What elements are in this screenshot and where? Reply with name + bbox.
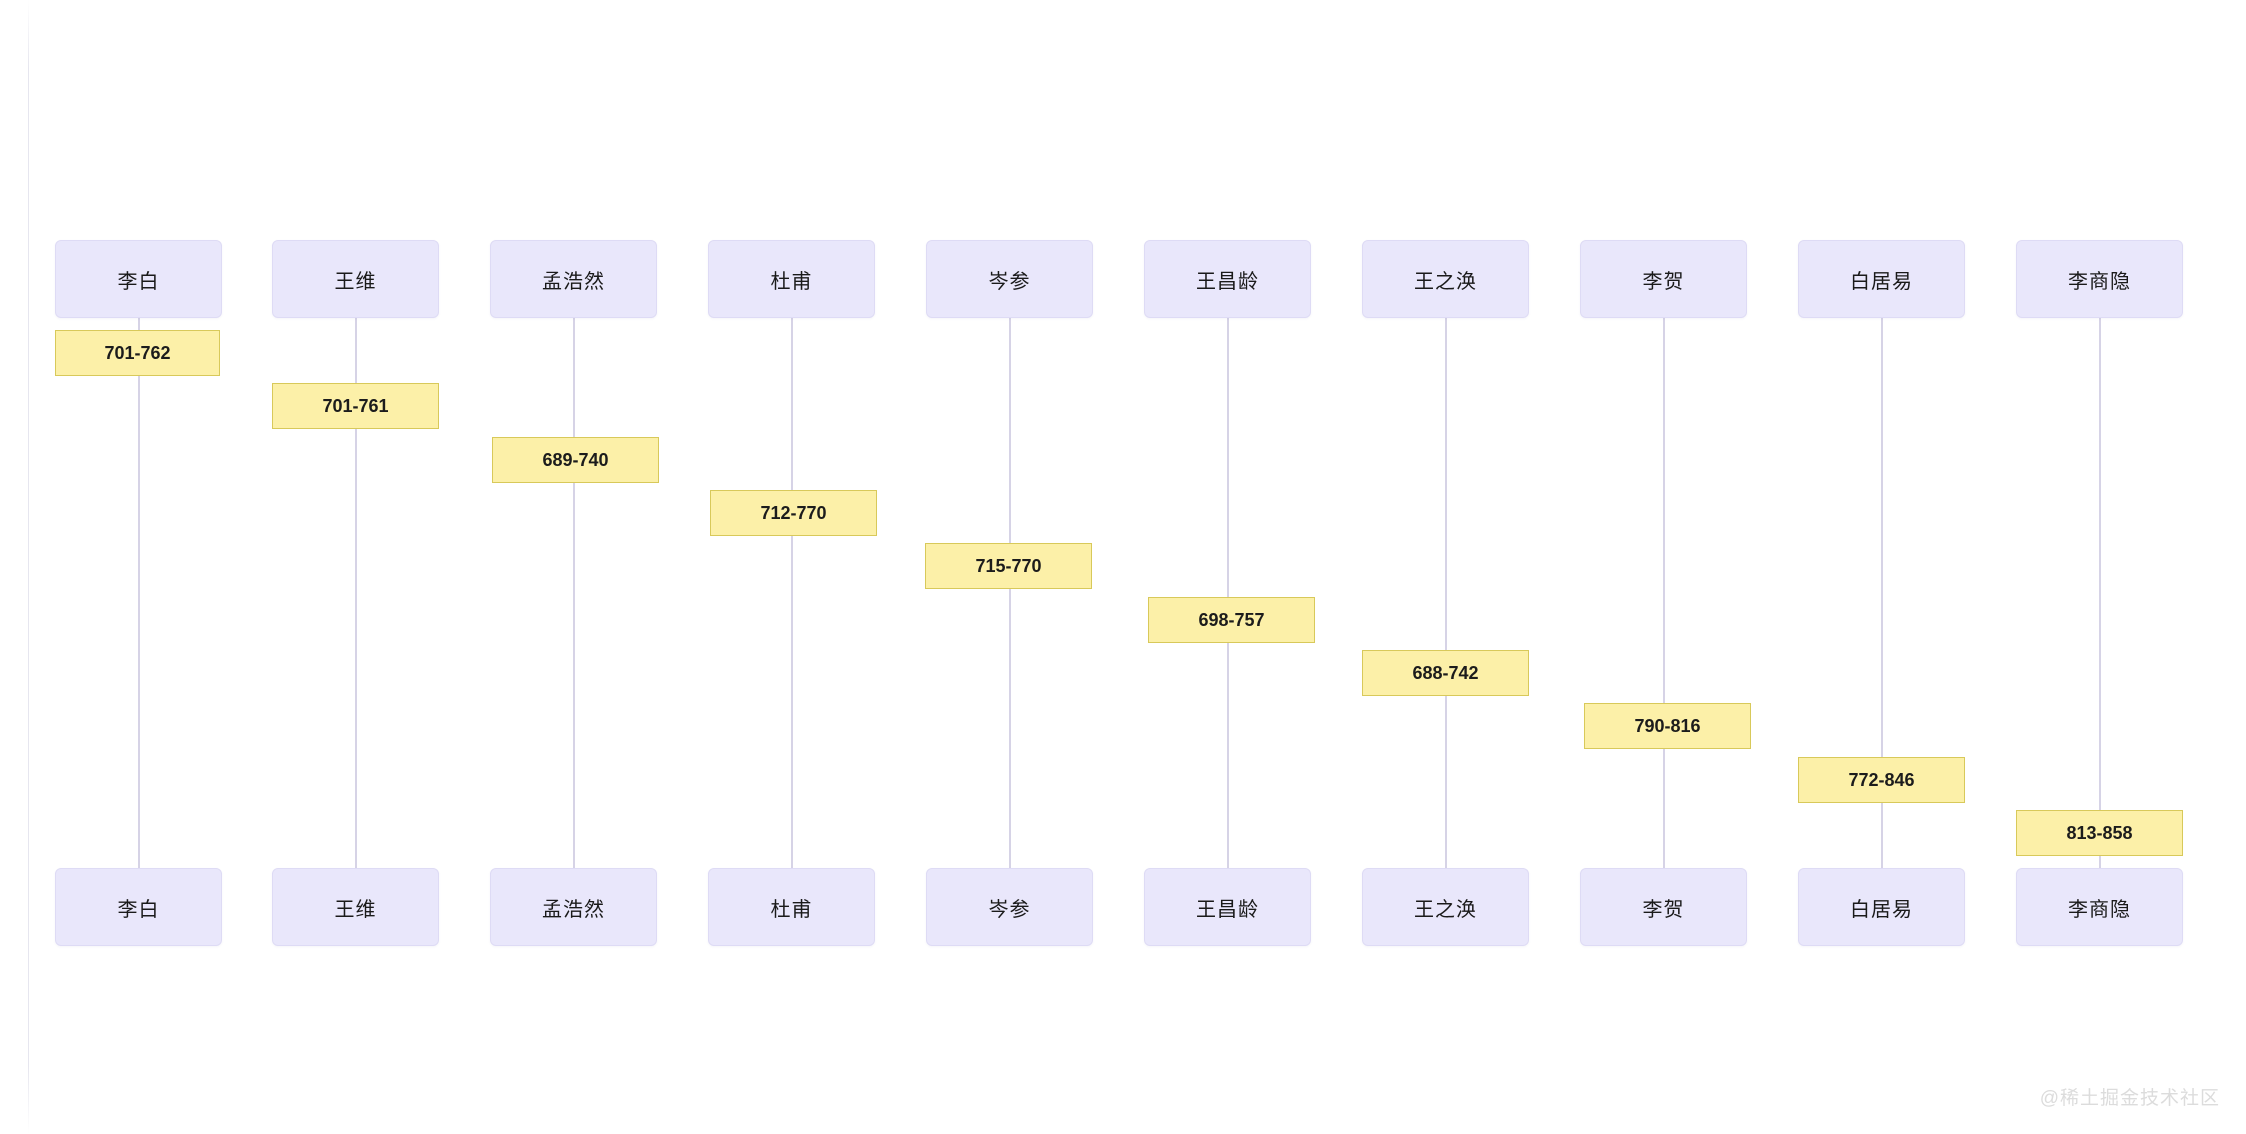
column-connector-line <box>1226 310 1229 872</box>
column-connector-line <box>572 310 575 872</box>
poet-node-bottom[interactable]: 王维 <box>272 868 439 946</box>
lifespan-label[interactable]: 701-761 <box>272 383 439 429</box>
poet-node-top[interactable]: 杜甫 <box>708 240 875 318</box>
poet-node-bottom[interactable]: 李贺 <box>1580 868 1747 946</box>
poet-node-bottom[interactable]: 杜甫 <box>708 868 875 946</box>
poet-column: 李白李白 <box>55 0 222 1134</box>
poet-node-bottom[interactable]: 王之涣 <box>1362 868 1529 946</box>
canvas-left-rule <box>28 0 29 1134</box>
watermark: @稀土掘金技术社区 <box>2039 1088 2220 1109</box>
column-connector-line <box>137 310 140 872</box>
poet-node-bottom[interactable]: 孟浩然 <box>490 868 657 946</box>
poet-column: 李商隐李商隐 <box>2016 0 2183 1134</box>
lifespan-label[interactable]: 688-742 <box>1362 650 1529 696</box>
lifespan-label[interactable]: 715-770 <box>925 543 1092 589</box>
poet-node-top[interactable]: 李贺 <box>1580 240 1747 318</box>
column-connector-line <box>1880 310 1883 872</box>
lifespan-label[interactable]: 698-757 <box>1148 597 1315 643</box>
lifespan-label[interactable]: 701-762 <box>55 330 220 376</box>
poet-column: 李贺李贺 <box>1580 0 1747 1134</box>
poet-node-bottom[interactable]: 李白 <box>55 868 222 946</box>
lifespan-label[interactable]: 772-846 <box>1798 757 1965 803</box>
column-connector-line <box>1444 310 1447 872</box>
poet-column: 王维王维 <box>272 0 439 1134</box>
poet-node-top[interactable]: 岑参 <box>926 240 1093 318</box>
poet-column: 岑参岑参 <box>926 0 1093 1134</box>
poet-node-bottom[interactable]: 岑参 <box>926 868 1093 946</box>
column-connector-line <box>790 310 793 872</box>
poet-column: 王之涣王之涣 <box>1362 0 1529 1134</box>
poet-node-bottom[interactable]: 王昌龄 <box>1144 868 1311 946</box>
lifespan-label[interactable]: 790-816 <box>1584 703 1751 749</box>
lifespan-label[interactable]: 712-770 <box>710 490 877 536</box>
poet-column: 白居易白居易 <box>1798 0 1965 1134</box>
poet-node-top[interactable]: 王昌龄 <box>1144 240 1311 318</box>
column-connector-line <box>2098 310 2101 872</box>
poet-node-bottom[interactable]: 李商隐 <box>2016 868 2183 946</box>
poet-column: 杜甫杜甫 <box>708 0 875 1134</box>
column-connector-line <box>1008 310 1011 872</box>
poet-node-top[interactable]: 白居易 <box>1798 240 1965 318</box>
poet-node-top[interactable]: 李白 <box>55 240 222 318</box>
poet-node-bottom[interactable]: 白居易 <box>1798 868 1965 946</box>
poet-column: 王昌龄王昌龄 <box>1144 0 1311 1134</box>
column-connector-line <box>1662 310 1665 872</box>
poet-column: 孟浩然孟浩然 <box>490 0 657 1134</box>
lifespan-label[interactable]: 689-740 <box>492 437 659 483</box>
lifespan-label[interactable]: 813-858 <box>2016 810 2183 856</box>
poet-node-top[interactable]: 孟浩然 <box>490 240 657 318</box>
poet-node-top[interactable]: 李商隐 <box>2016 240 2183 318</box>
poet-node-top[interactable]: 王之涣 <box>1362 240 1529 318</box>
poet-node-top[interactable]: 王维 <box>272 240 439 318</box>
column-connector-line <box>354 310 357 872</box>
